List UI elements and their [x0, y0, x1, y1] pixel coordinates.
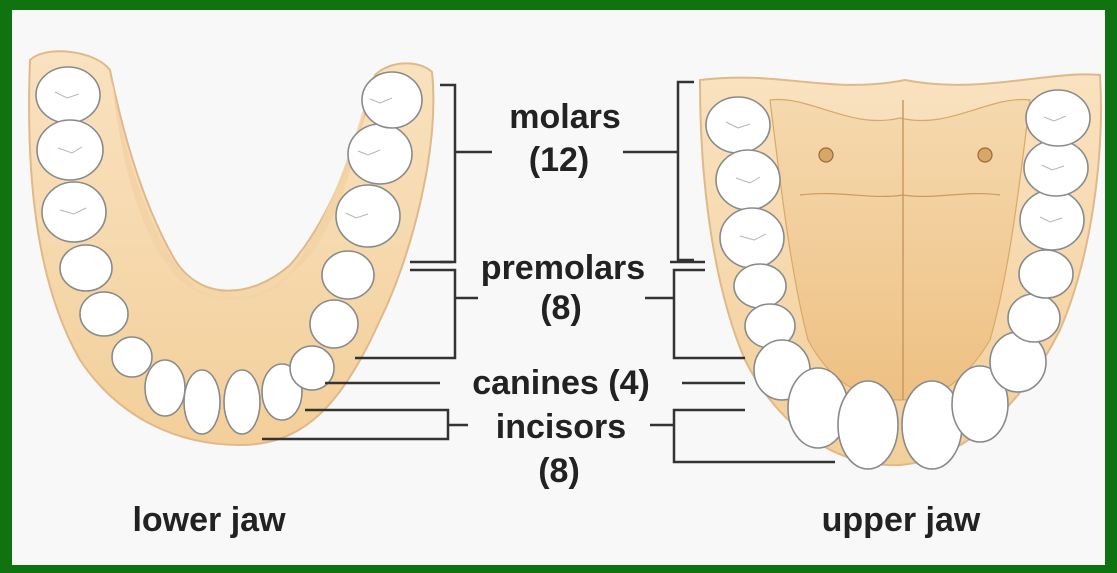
lower-tooth — [348, 124, 412, 184]
upper-tooth — [1020, 190, 1084, 250]
lower-tooth — [310, 300, 358, 348]
upper-tooth — [716, 150, 780, 210]
upper-tooth — [734, 264, 786, 308]
lower-jaw-illustration — [29, 51, 433, 445]
lower-tooth — [336, 185, 400, 247]
incisors-count-label: (8) — [538, 454, 580, 488]
lower-tooth — [362, 72, 422, 128]
lower-tooth — [37, 120, 103, 180]
lower-tooth — [112, 337, 152, 377]
palatine-foramen — [819, 148, 833, 162]
lower-tooth — [322, 251, 374, 299]
upper-jaw-label: upper jaw — [822, 503, 981, 537]
canines-label: canines (4) — [472, 366, 650, 400]
upper-jaw-illustration — [700, 74, 1101, 469]
upper-tooth — [838, 381, 898, 469]
molars-bracket-right — [678, 82, 694, 260]
upper-tooth — [706, 97, 770, 153]
upper-tooth — [720, 208, 784, 268]
molars-bracket-left — [440, 85, 455, 262]
premolars-label: premolars — [481, 251, 645, 285]
lower-tooth — [36, 67, 100, 123]
upper-tooth — [1024, 140, 1088, 196]
lower-jaw-label: lower jaw — [132, 503, 285, 537]
lower-tooth — [80, 292, 128, 336]
lower-tooth — [224, 370, 260, 434]
upper-tooth — [1026, 90, 1090, 146]
lower-tooth — [184, 370, 220, 434]
upper-tooth — [1008, 294, 1060, 342]
lower-tooth — [145, 360, 185, 416]
molars-count-label: (12) — [529, 143, 589, 177]
palatine-foramen — [978, 148, 992, 162]
incisors-label: incisors — [496, 410, 626, 444]
premolars-count-label: (8) — [540, 291, 582, 325]
upper-tooth — [1019, 250, 1073, 298]
molars-label: molars — [509, 100, 621, 134]
lower-tooth — [42, 182, 106, 242]
lower-tooth — [60, 245, 112, 291]
